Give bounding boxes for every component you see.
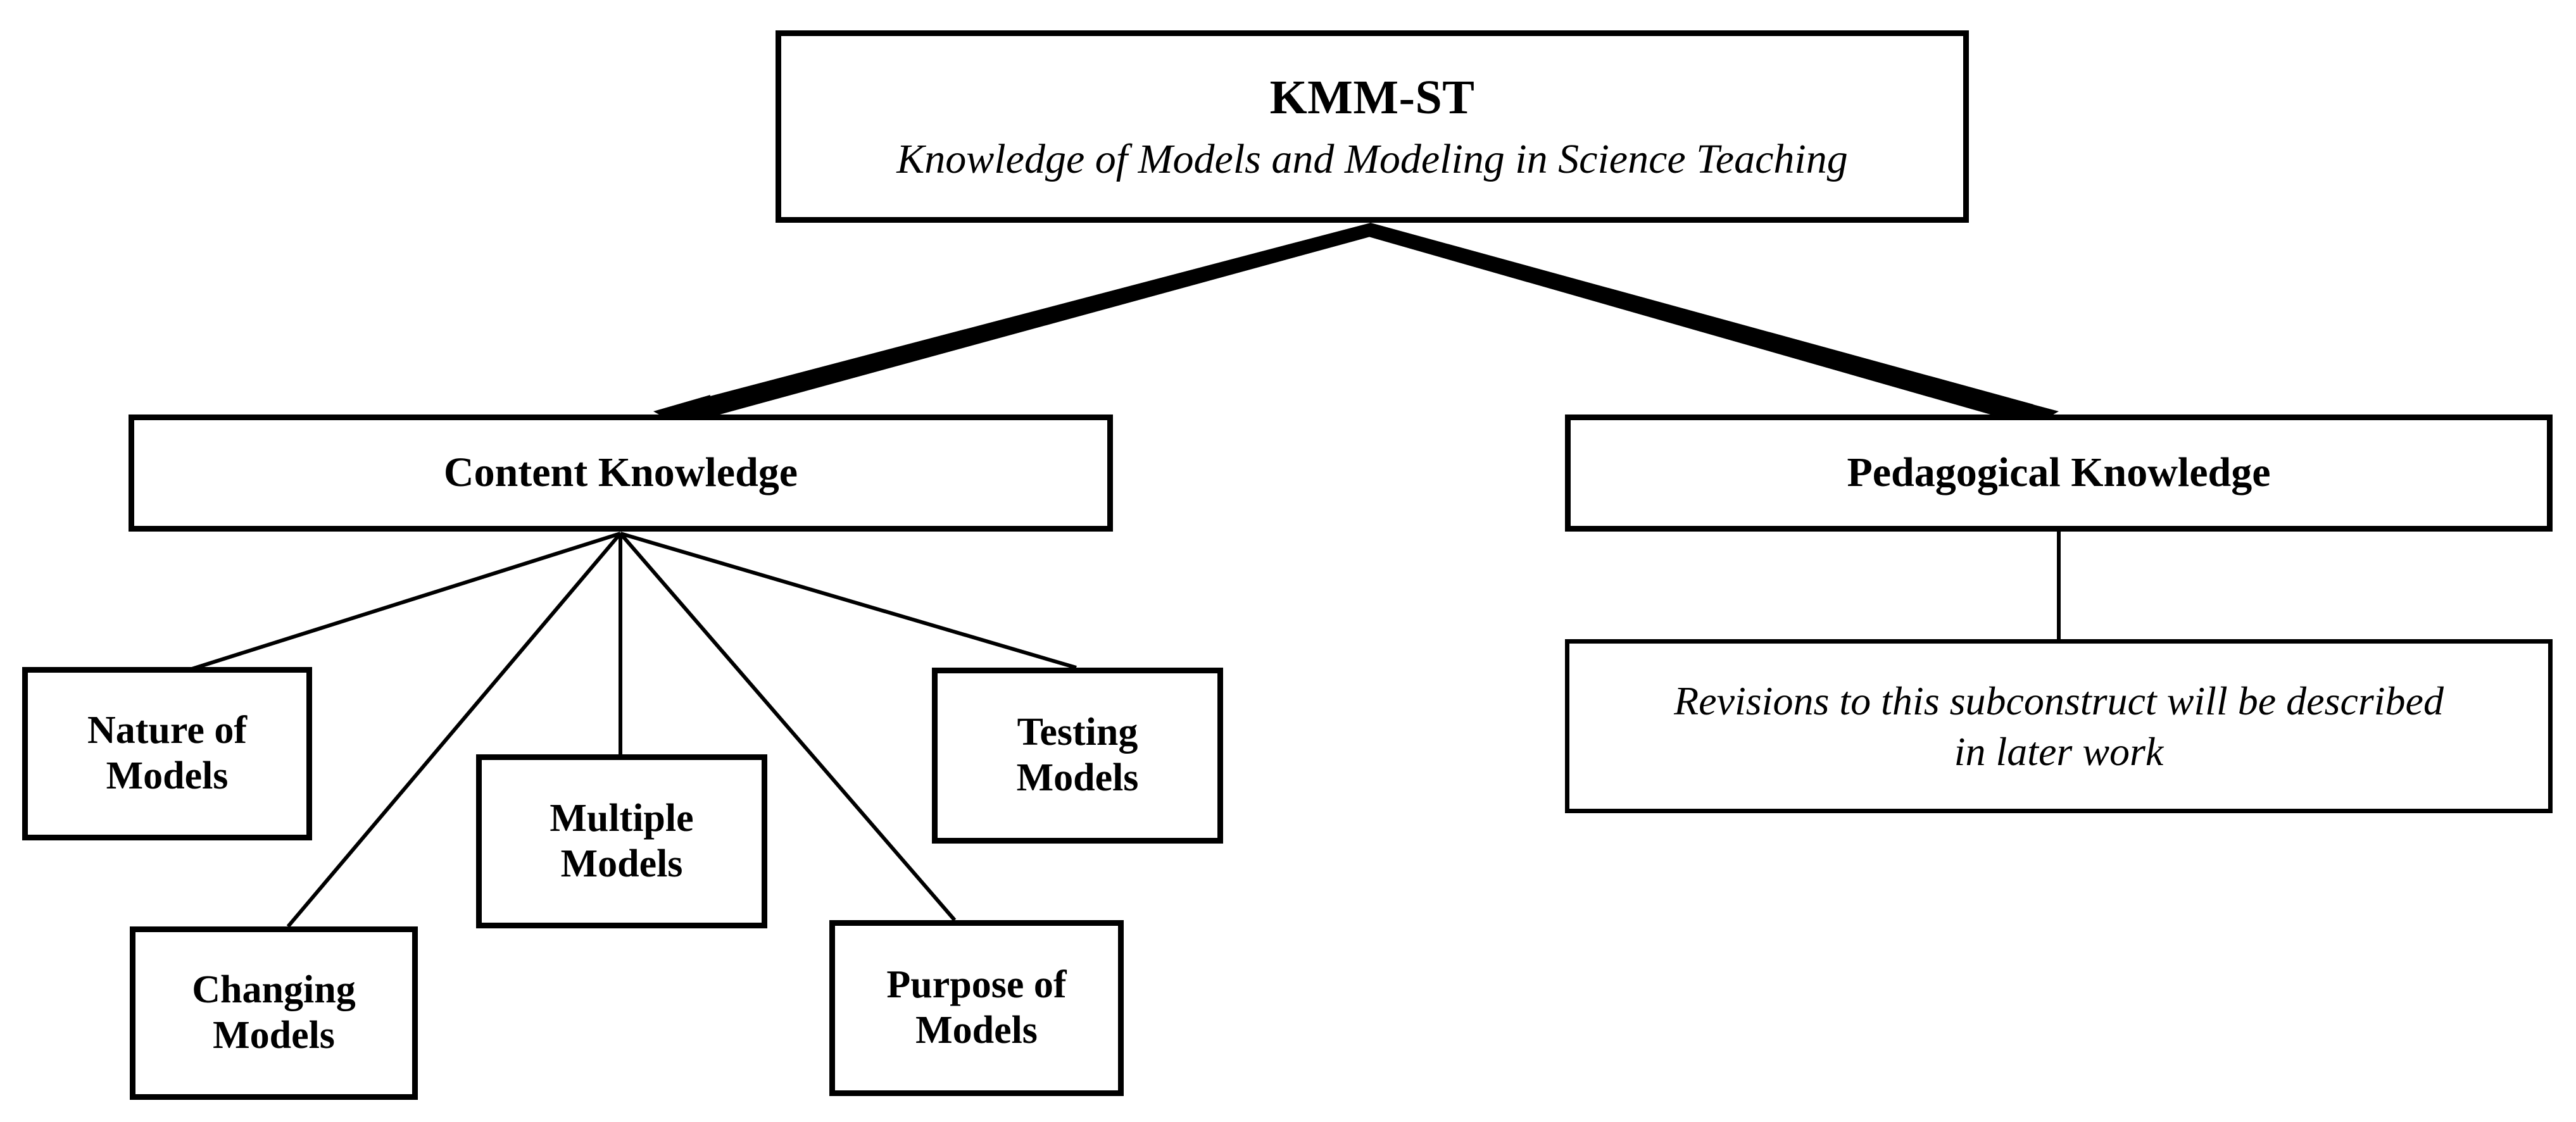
kmm-st-subtitle: Knowledge of Models and Modeling in Scie…: [896, 135, 1848, 182]
node-content-knowledge[interactable]: Content Knowledge: [129, 415, 1113, 532]
content-knowledge-label: Content Knowledge: [443, 449, 798, 496]
testing-models-line1: Testing: [1017, 711, 1138, 754]
node-multiple-models[interactable]: Multiple Models: [476, 754, 767, 928]
revisions-note-line1: Revisions to this subconstruct will be d…: [1674, 678, 2444, 723]
edge-group-content-knowledge-children: [189, 532, 1077, 928]
node-revisions-note[interactable]: Revisions to this subconstruct will be d…: [1565, 639, 2553, 813]
edge-content-to-testing-models: [620, 532, 1077, 670]
edge-content-to-purpose-of-models: [619, 532, 957, 921]
multiple-models-line1: Multiple: [550, 796, 694, 840]
node-purpose-of-models[interactable]: Purpose of Models: [829, 920, 1124, 1096]
edge-content-to-changing-models: [286, 532, 622, 928]
pedagogical-knowledge-label: Pedagogical Knowledge: [1847, 449, 2271, 496]
edge-content-to-nature-of-models: [189, 532, 621, 671]
edge-kmmst-to-pedagogical-knowledge: [1366, 223, 2059, 439]
node-changing-models[interactable]: Changing Models: [130, 926, 418, 1100]
changing-models-line2: Models: [213, 1014, 335, 1057]
nature-of-models-line2: Models: [106, 754, 229, 797]
edge-kmmst-to-content-knowledge: [653, 223, 1375, 439]
node-nature-of-models[interactable]: Nature of Models: [22, 667, 312, 840]
changing-models-line1: Changing: [192, 968, 356, 1012]
purpose-of-models-line1: Purpose of: [886, 963, 1067, 1007]
node-pedagogical-knowledge[interactable]: Pedagogical Knowledge: [1565, 415, 2553, 532]
multiple-models-line2: Models: [560, 842, 683, 885]
revisions-note-line2: in later work: [1954, 728, 2164, 774]
node-testing-models[interactable]: Testing Models: [932, 668, 1223, 844]
purpose-of-models-line2: Models: [915, 1009, 1038, 1052]
node-kmm-st[interactable]: KMM-ST Knowledge of Models and Modeling …: [776, 30, 1969, 223]
testing-models-line2: Models: [1016, 756, 1139, 799]
kmm-st-title: KMM-ST: [1269, 70, 1475, 124]
nature-of-models-line1: Nature of: [87, 709, 247, 752]
